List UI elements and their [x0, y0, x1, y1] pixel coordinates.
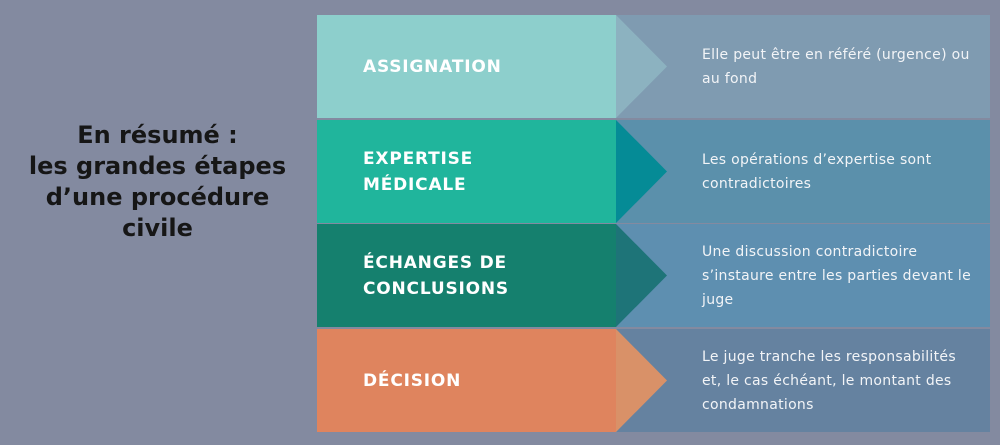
step-description-panel [616, 224, 990, 327]
step-description: Elle peut être en référé (urgence) ou au… [702, 46, 970, 87]
page-title: En résumé : les grandes étapes d’une pro… [0, 120, 315, 244]
step-label: ASSIGNATION [363, 56, 502, 77]
step-label: DÉCISION [363, 370, 462, 391]
step-label-box: EXPERTISE MÉDICALE [317, 120, 616, 223]
arrow-icon [616, 120, 667, 223]
step-label: EXPERTISE MÉDICALE [363, 148, 474, 195]
step-description-panel [616, 15, 990, 118]
step-description-panel [616, 120, 990, 223]
title-line: les grandes étapes [28, 152, 287, 180]
step-expertise-medicale: EXPERTISE MÉDICALE Les opérations d’expe… [317, 120, 990, 223]
title-line: civile [122, 214, 193, 242]
arrow-icon [616, 224, 667, 327]
step-label-box: ÉCHANGES DE CONCLUSIONS [317, 224, 616, 327]
step-label: ÉCHANGES DE CONCLUSIONS [363, 252, 509, 299]
step-description: Le juge tranche les responsabilités et, … [702, 348, 956, 413]
step-decision: DÉCISION Le juge tranche les responsabil… [317, 329, 990, 432]
step-description: Une discussion contradictoire s’instaure… [702, 243, 972, 308]
step-description-panel [616, 329, 990, 432]
step-label-box: ASSIGNATION [317, 15, 616, 118]
title-line: En résumé : [77, 121, 238, 149]
step-label-box: DÉCISION [317, 329, 616, 432]
title-line: d’une procédure [45, 183, 270, 211]
arrow-icon [616, 329, 667, 432]
step-echanges-de-conclusions: ÉCHANGES DE CONCLUSIONS Une discussion c… [317, 224, 990, 327]
arrow-icon [616, 15, 667, 118]
step-description: Les opérations d’expertise sont contradi… [702, 151, 932, 192]
step-assignation: ASSIGNATION Elle peut être en référé (ur… [317, 15, 990, 118]
